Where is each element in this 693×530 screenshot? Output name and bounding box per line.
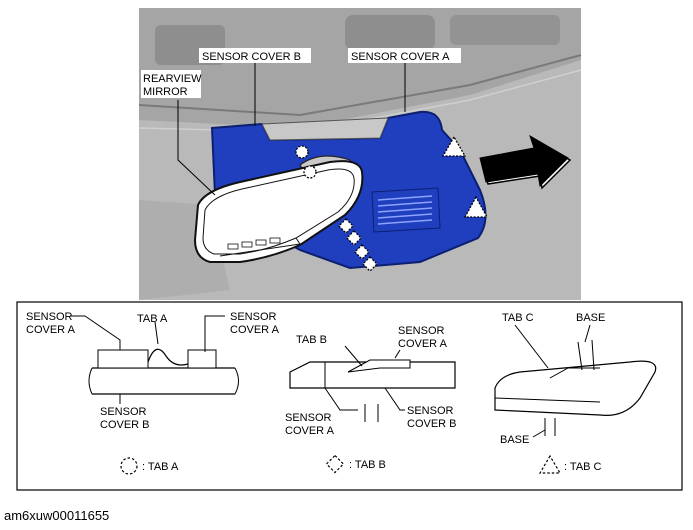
tab-a-left-label-2: COVER A <box>26 324 76 336</box>
tab-a-tab-label: TAB A <box>137 313 168 325</box>
tab-b-top-label-1: SENSOR <box>398 325 445 337</box>
document-id: am6xuw00011655 <box>4 508 110 523</box>
photo-callouts: SENSOR COVER B SENSOR COVER A REARVIEW M… <box>141 48 461 196</box>
tab-b-bottom-label-2: COVER A <box>285 425 335 437</box>
label-rearview: REARVIEW <box>143 73 202 85</box>
tab-a-bottom-label-2: COVER B <box>100 419 150 431</box>
detail-tab-a: SENSOR COVER A TAB A SENSOR COVER A SENS… <box>26 311 280 431</box>
tab-a-right-label-1: SENSOR <box>230 311 277 323</box>
tab-b-bottom-label-1: SENSOR <box>285 412 332 424</box>
photo-tab-a-markers <box>295 145 317 179</box>
detail-tab-b: TAB B SENSOR COVER A SENSOR COVER B SENS… <box>285 325 457 437</box>
tab-a-right-label-2: COVER A <box>230 324 280 336</box>
tab-b-right-label-1: SENSOR <box>407 405 454 417</box>
tab-c-tab-label: TAB C <box>502 312 534 324</box>
legend: : TAB A : TAB B : TAB C <box>120 454 602 475</box>
removal-arrow <box>479 134 572 190</box>
label-sensor-cover-b: SENSOR COVER B <box>202 51 301 63</box>
label-mirror: MIRROR <box>143 86 188 98</box>
legend-tab-c-triangle-icon <box>538 454 562 474</box>
legend-tab-b-diamond-icon <box>325 454 345 474</box>
tab-c-base-top-label: BASE <box>576 312 605 324</box>
legend-tab-c-label: : TAB C <box>564 461 602 473</box>
legend-tab-a-label: : TAB A <box>142 461 179 473</box>
label-sensor-cover-a: SENSOR COVER A <box>351 51 450 63</box>
tab-a-left-label-1: SENSOR <box>26 311 73 323</box>
tab-c-base-bottom-label: BASE <box>500 434 529 446</box>
legend-tab-b-label: : TAB B <box>349 459 386 471</box>
tab-b-top-label-2: COVER A <box>398 338 448 350</box>
photo-tab-c-markers <box>441 135 489 218</box>
detail-tab-c: TAB C BASE BASE <box>494 312 657 446</box>
legend-tab-a-circle-icon <box>120 457 138 475</box>
photo-tab-b-markers <box>338 218 378 272</box>
tab-b-right-label-2: COVER B <box>407 418 457 430</box>
tab-b-tab-label: TAB B <box>296 334 327 346</box>
tab-a-bottom-label-1: SENSOR <box>100 406 147 418</box>
